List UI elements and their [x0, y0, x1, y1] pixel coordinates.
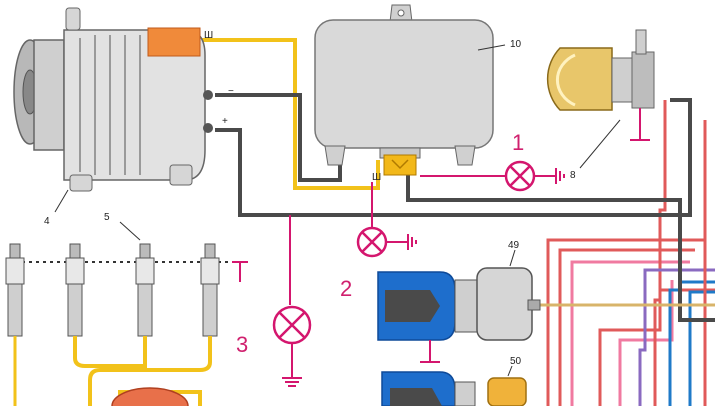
wire-pink-1: [570, 260, 690, 406]
terminal-sh-alternator: Ш: [204, 30, 213, 41]
ht-lead-2: [88, 336, 212, 406]
terminal-minus-screw: [203, 90, 213, 100]
terminal-sh-regulator: Ш: [372, 172, 381, 183]
ground-symbol-lamp-1: [534, 168, 565, 184]
leader-50: [507, 365, 513, 377]
test-lamp-1: [504, 160, 536, 192]
ground-symbol-lamp-2: [386, 234, 417, 250]
label-part-49: 49: [508, 240, 520, 251]
leader-5: [119, 221, 141, 241]
terminal-plus-label: +: [222, 116, 228, 127]
wire-blue-1: [668, 280, 715, 406]
part-50: [381, 371, 527, 406]
test-lamp-2-number: 2: [340, 276, 352, 301]
wire-yellow-sh: [200, 38, 380, 190]
wire-dark-minus: [215, 93, 342, 182]
alternator: [13, 7, 213, 192]
wire-dark-plus: [215, 98, 692, 217]
test-lamp-2: [356, 226, 388, 258]
terminal-plus-screw: [203, 123, 213, 133]
label-alternator: 4: [44, 216, 50, 227]
regulator-connector: [383, 154, 417, 176]
headlamp: [546, 29, 655, 141]
spark-plug: [65, 243, 85, 337]
label-spark-plugs: 5: [104, 212, 110, 223]
wire-red-2: [558, 248, 695, 406]
label-headlamp: 8: [570, 170, 576, 181]
wire-red-1: [546, 238, 705, 406]
label-part-50: 50: [510, 356, 522, 367]
ground-symbol-headlamp: [630, 108, 650, 141]
wire-dark-regulator: [406, 170, 715, 322]
wire-bundle-right: [546, 100, 715, 406]
distributor-cap: [111, 387, 189, 406]
leader-8: [579, 119, 621, 169]
ground-symbol-plugs: [232, 261, 248, 282]
test-lamp-3-number: 3: [236, 332, 248, 357]
spark-plug: [5, 243, 25, 406]
wire-violet: [638, 268, 715, 406]
leader-10: [477, 44, 506, 51]
leader-49: [509, 249, 516, 267]
ht-lead-1: [73, 336, 147, 368]
spark-plugs: [5, 243, 220, 406]
wire-blue-2: [688, 290, 715, 406]
regulator: [314, 4, 494, 176]
test-lamp-1-number: 1: [512, 130, 524, 155]
spark-plug: [135, 243, 155, 337]
terminal-minus-label: −: [228, 86, 234, 97]
spark-plug: [200, 243, 220, 337]
leader-4: [54, 189, 69, 213]
test-lamp-3: [272, 305, 312, 345]
label-regulator: 10: [510, 39, 522, 50]
ground-symbol-49: [420, 340, 440, 363]
part-49: [377, 267, 541, 363]
ground-symbol-lamp-3: [282, 343, 302, 387]
alternator-terminal-block: [147, 27, 201, 57]
